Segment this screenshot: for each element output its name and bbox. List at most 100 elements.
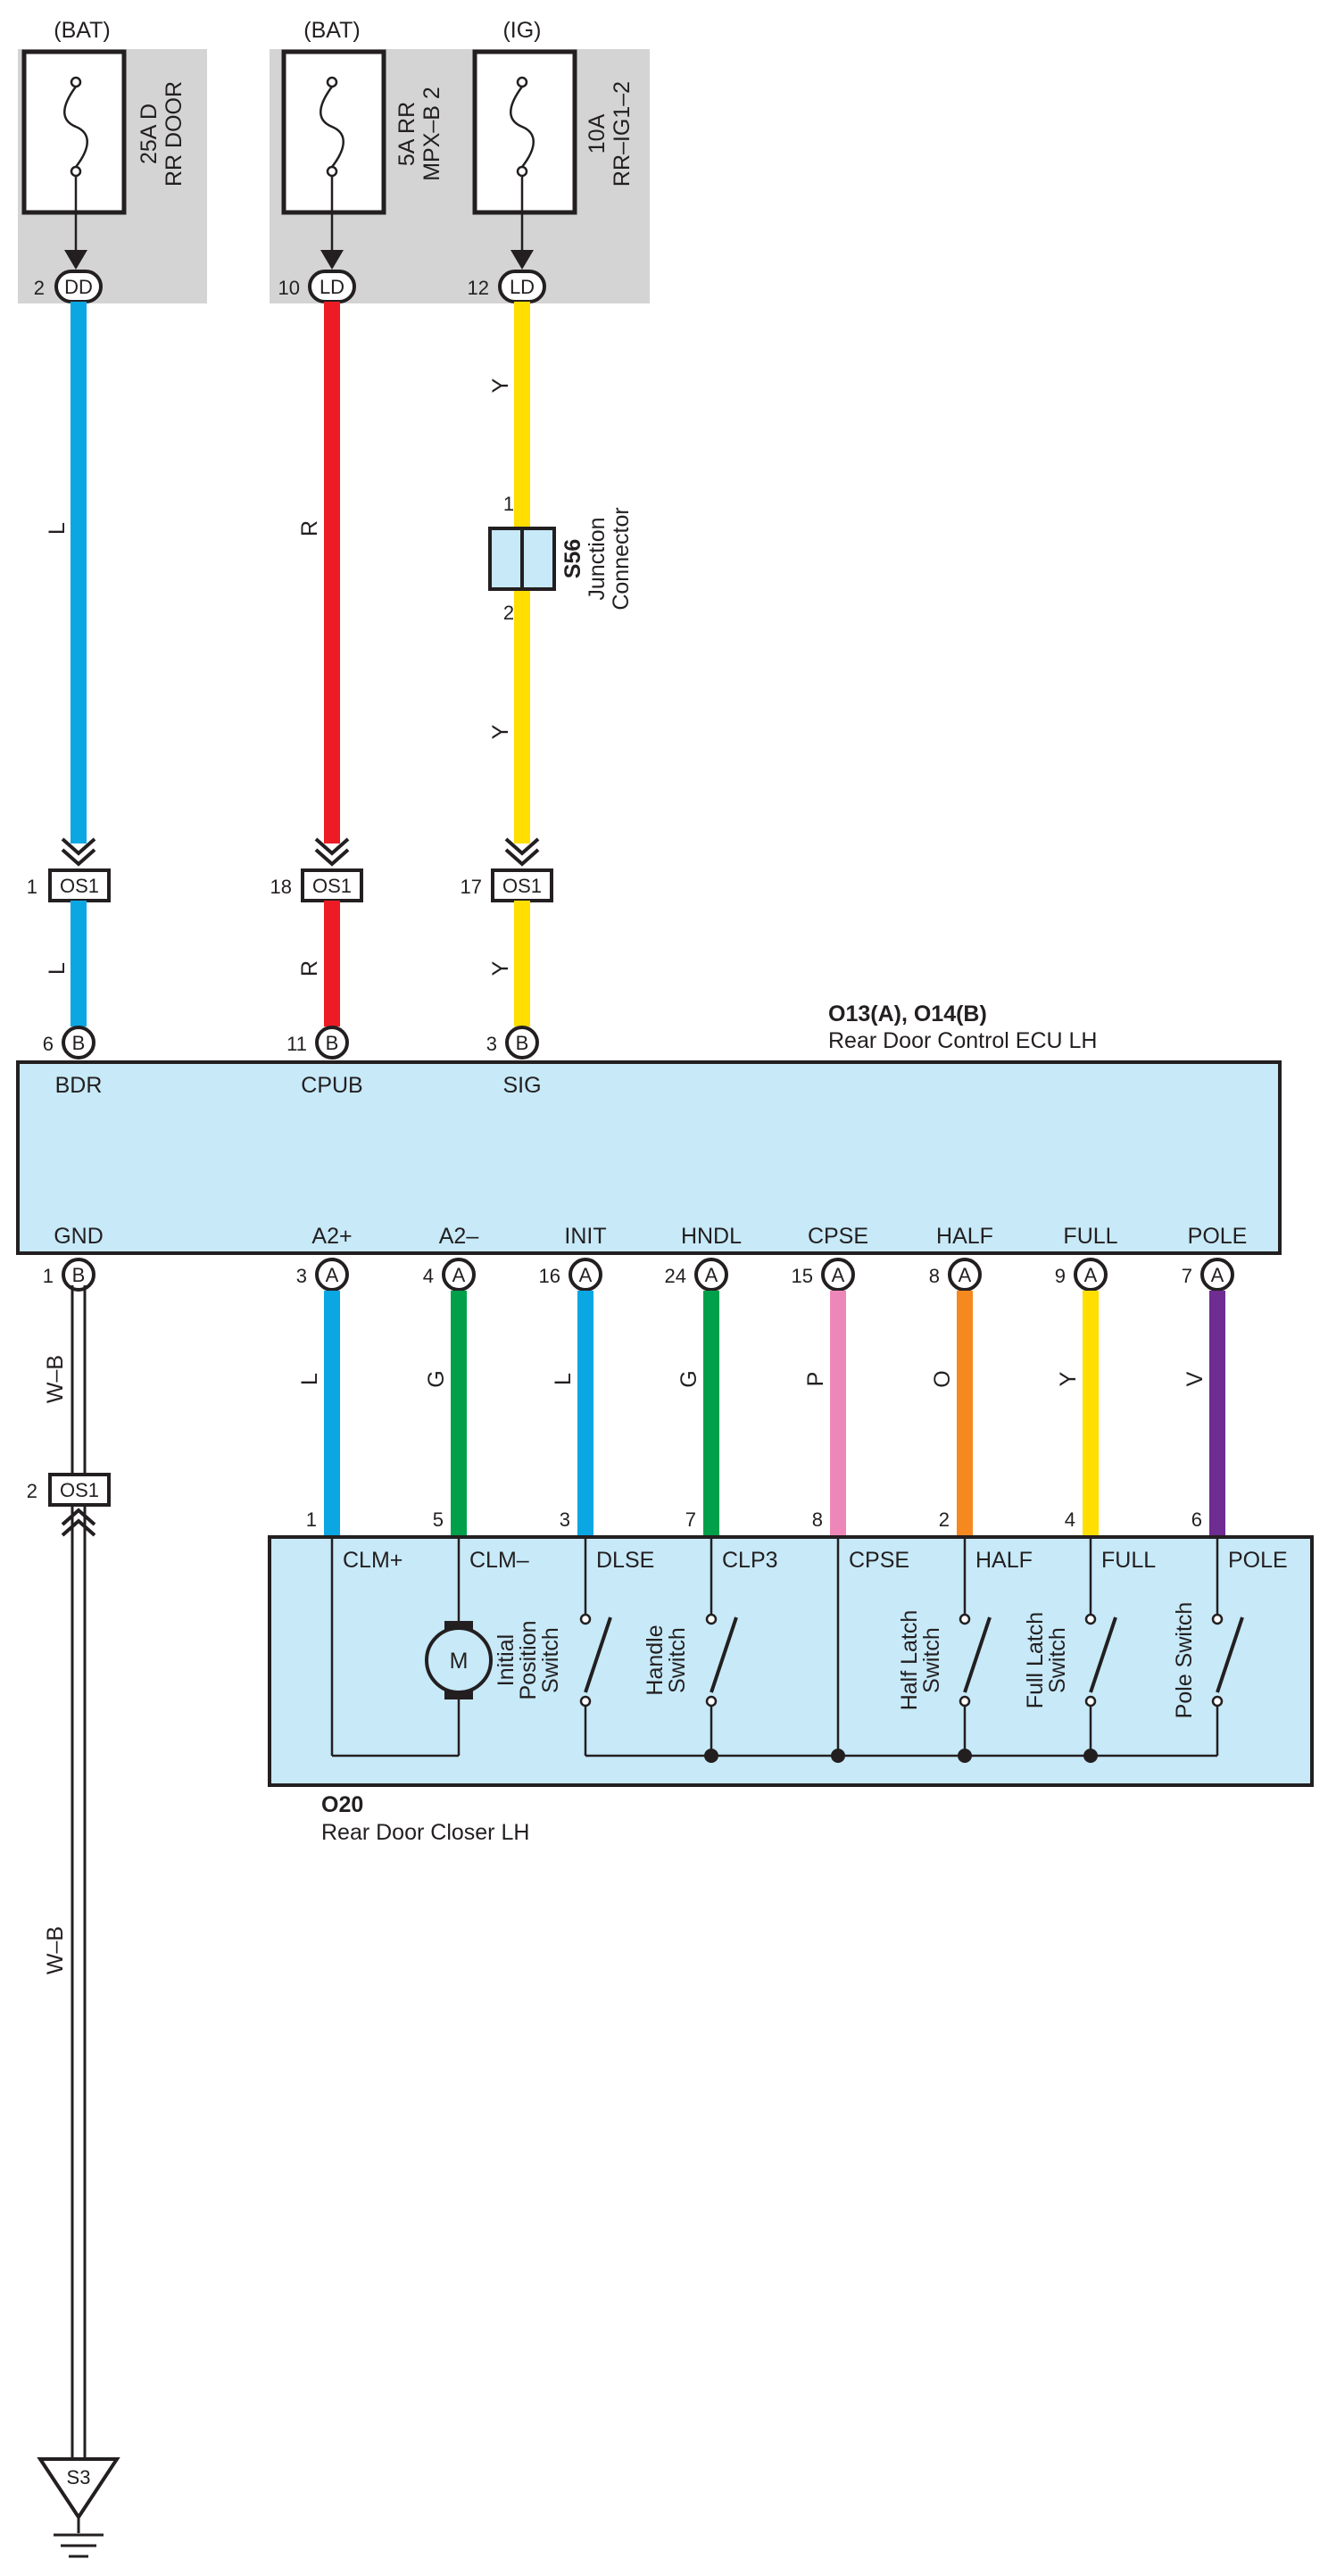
closer-wire-label: G (424, 1370, 449, 1387)
switch-contact-icon (959, 1613, 971, 1625)
svg-text:DD: DD (64, 276, 93, 298)
ecu-bottom-pin-number: 8 (929, 1265, 940, 1287)
closer-pin-label: CLP3 (722, 1548, 778, 1573)
switch-contact-icon (1211, 1613, 1224, 1625)
ground-wire-upper: W–B (43, 1355, 68, 1403)
ecu-top-pin-connector: B (72, 1032, 86, 1054)
ecu-id: O13(A), O14(B) (828, 1001, 987, 1026)
ecu-bottom-pin-number: 1 (43, 1265, 54, 1287)
ground-connector-pin: 2 (27, 1480, 37, 1502)
ecu-bottom-pins: GNDB1A2+A3A2–A4INITA16HNDLA24CPSEA15HALF… (43, 1224, 1248, 1292)
ground-connector: OS1 (60, 1479, 99, 1501)
ecu-bottom-pin-connector: A (959, 1264, 972, 1286)
ecu-body (16, 1060, 1282, 1255)
ecu-top-pin-label: SIG (502, 1073, 541, 1098)
ecu-bottom-pin-connector: A (1084, 1264, 1098, 1286)
fuse-2-arrow-icon (320, 250, 344, 270)
ecu-bottom-pin-label: FULL (1063, 1224, 1117, 1249)
wire-label-l-upper: L (45, 522, 70, 535)
fuse-1-source: (BAT) (54, 18, 110, 43)
closer-pin-number: 4 (1065, 1508, 1075, 1531)
ecu-bottom-pin-connector: A (832, 1264, 845, 1286)
fuse-1-connector: DD 2 (34, 270, 103, 303)
ground-wire-lower: W–B (43, 1926, 68, 1974)
closer-pin-number: 6 (1191, 1508, 1202, 1531)
closer-pin-label: POLE (1228, 1548, 1288, 1573)
ecu-bottom-pin-label: POLE (1188, 1224, 1248, 1249)
closer-wire-label: G (676, 1370, 701, 1387)
fuse-1-rating: 25A D (137, 104, 162, 164)
ecu-bottom-pin-number: 9 (1055, 1265, 1066, 1287)
junction-line1: Junction (585, 517, 610, 600)
fuse-1: 25A D RR DOOR (21, 49, 187, 270)
closer-name: Rear Door Closer LH (321, 1820, 529, 1845)
fuse-3-source: (IG) (502, 18, 541, 43)
junction-pin-out: 2 (503, 602, 514, 624)
ecu-bottom-pin: A2+A3 (296, 1224, 353, 1292)
ecu-bottom-pin-label: INIT (564, 1224, 606, 1249)
closer-pin-number: 7 (685, 1508, 696, 1531)
chevron-down-icon (504, 837, 540, 856)
junction-id: S56 (560, 539, 585, 578)
svg-text:LD: LD (320, 276, 344, 298)
closer-pin-label: FULL (1101, 1548, 1156, 1573)
wire-label-y-upper-a: Y (488, 378, 513, 393)
switch-half-l2: Switch (919, 1627, 944, 1693)
fuse-2-rating: 5A RR (394, 102, 419, 166)
fuse-2-name: MPX–B 2 (419, 87, 444, 181)
fuse-2-source: (BAT) (303, 18, 360, 43)
closer-pin-number: 1 (306, 1508, 317, 1531)
closer-id: O20 (321, 1792, 363, 1817)
svg-text:OS1: OS1 (60, 875, 99, 897)
ecu-bottom-pin-label: HNDL (681, 1224, 742, 1249)
chevron-up-icon (61, 1508, 96, 1526)
fuse-3-pin: 12 (468, 277, 489, 299)
ecu-top-pin-connector: B (516, 1032, 529, 1054)
svg-text:OS1: OS1 (312, 875, 352, 897)
ecu-bottom-pin-number: 7 (1182, 1265, 1192, 1287)
ecu-bottom-pin-number: 3 (296, 1265, 307, 1287)
ecu-top-pin-label: BDR (55, 1073, 103, 1098)
wire-label-y-upper-b: Y (488, 724, 513, 739)
closer-wire-label: L (297, 1373, 322, 1385)
switch-contacts (579, 1613, 1244, 1708)
switch-full-l2: Switch (1045, 1627, 1070, 1693)
fuse-2-connector: LD 10 (278, 270, 356, 303)
ecu-bottom-pin-label: A2– (439, 1224, 479, 1249)
fuse-1-name: RR DOOR (162, 81, 187, 187)
ecu-bottom-pin-connector: A (705, 1264, 718, 1286)
svg-text:OS1: OS1 (502, 875, 542, 897)
svg-text:LD: LD (510, 276, 535, 298)
fuse-2-pin: 10 (278, 277, 300, 299)
closer-pin-number: 8 (812, 1508, 823, 1531)
switch-initial-l2: Position (516, 1621, 541, 1700)
inline-connector-3: OS1 17 (461, 837, 553, 902)
fuse-2: 5A RR MPX–B 2 (281, 49, 444, 270)
wire-label-r-upper: R (297, 520, 322, 536)
switch-initial-l1: Initial (494, 1634, 519, 1686)
chevron-down-icon (61, 837, 96, 856)
closer-pin-label: CPSE (849, 1548, 909, 1573)
closer-wire-label: P (803, 1372, 828, 1387)
junction-pin-in: 1 (503, 493, 514, 515)
ecu-bottom-pin-label: GND (54, 1224, 104, 1249)
ecu-top-pin-connector: B (326, 1032, 339, 1054)
ecu-top-pin-number: 6 (43, 1033, 54, 1055)
svg-text:M: M (450, 1649, 469, 1674)
ecu-top-pin-label: CPUB (301, 1073, 362, 1098)
wire-label-l-lower: L (45, 962, 70, 975)
junction-s56: 1 2 S56 Junction Connector (488, 493, 634, 624)
ground-triangle (37, 2457, 120, 2521)
ecu-bottom-pin-number: 15 (792, 1265, 813, 1287)
